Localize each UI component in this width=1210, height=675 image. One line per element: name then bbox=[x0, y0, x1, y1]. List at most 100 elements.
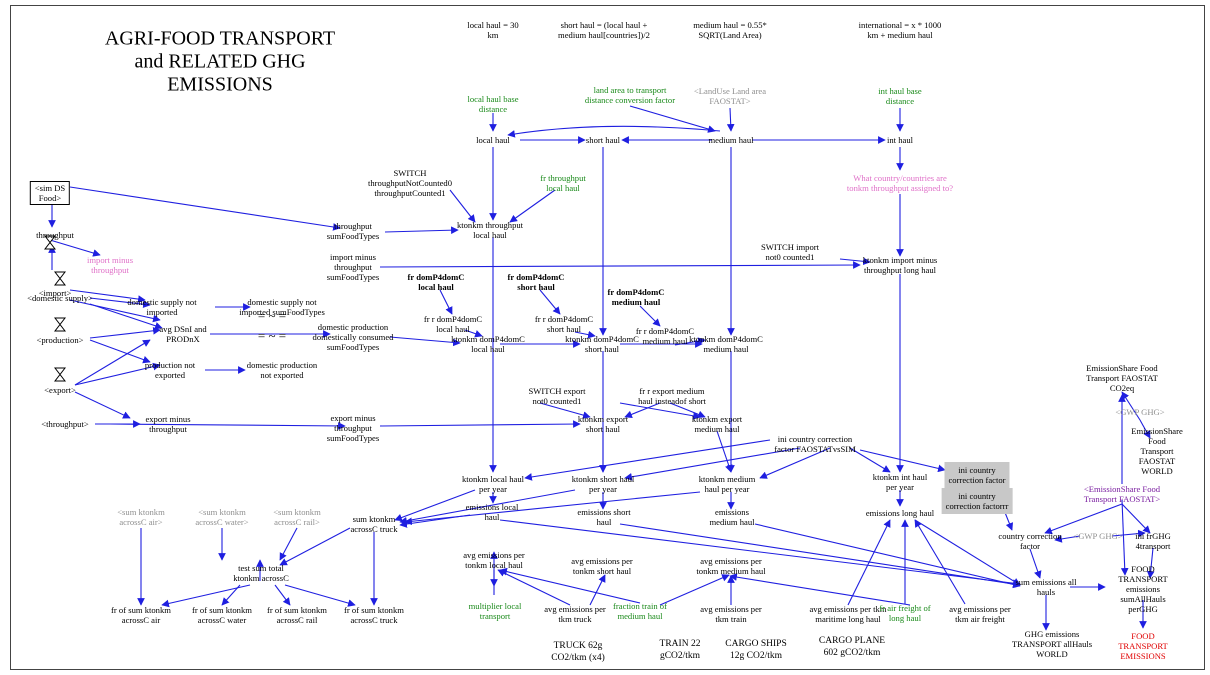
connector-arrow bbox=[1121, 503, 1151, 534]
valve-export bbox=[53, 367, 67, 382]
connector-arrow bbox=[1044, 503, 1123, 535]
connector-arrow bbox=[74, 391, 131, 419]
diagram-frame bbox=[10, 5, 1205, 670]
node-gwp-ghg-top: <GWP GHG> bbox=[1115, 407, 1165, 417]
node-ktonkm-dom-medium: ktonkm domP4domC medium haul bbox=[689, 334, 763, 354]
node-fr-r-dom-local: fr r domP4domC local haul bbox=[423, 314, 483, 334]
node-ktonkm-dom-local: ktonkm domP4domC local haul bbox=[451, 334, 525, 354]
connector-arrow bbox=[161, 584, 251, 608]
node-avg-em-truck: avg emissions per tkm truck bbox=[544, 604, 606, 624]
node-ktonkm-medium-year: ktonkm medium haul per year bbox=[698, 474, 756, 494]
connector-arrow bbox=[726, 107, 735, 132]
note-short-haul: short haul = (local haul + medium haul[c… bbox=[558, 20, 650, 40]
connector-arrow bbox=[539, 402, 591, 419]
note-plane: CARGO PLANE 602 gCO2/tkm bbox=[818, 636, 886, 658]
connector-arrow bbox=[1146, 547, 1155, 579]
connector-arrow bbox=[629, 105, 716, 133]
node-ini-frghg: ini frGHG 4transport bbox=[1135, 531, 1171, 551]
valve-production bbox=[53, 317, 67, 332]
node-food-transport-emissions: FOOD TRANSPORT EMISSIONS bbox=[1118, 631, 1168, 661]
connector-arrow bbox=[1121, 391, 1141, 421]
connector-arrow bbox=[89, 297, 151, 309]
node-which-country: What country/countries are tonkm through… bbox=[846, 173, 954, 193]
connector-arrow bbox=[759, 447, 831, 479]
node-local-haul-base: local haul base distance bbox=[467, 94, 519, 114]
node-import-minus-throughput: import minus throughput bbox=[86, 255, 134, 275]
node-throughput: throughput bbox=[36, 230, 74, 240]
node-import: <import> bbox=[38, 288, 72, 298]
node-fr-dom-short-b: fr domP4domC short haul bbox=[507, 272, 565, 292]
node-fr-throughput-local: fr throughput local haul bbox=[540, 173, 586, 193]
connector-arrow bbox=[914, 519, 1021, 586]
connector-arrow bbox=[69, 299, 161, 323]
connector-arrow bbox=[384, 226, 459, 235]
node-food-transport-sum: FOOD TRANSPORT emissions sumAllHauls per… bbox=[1118, 564, 1168, 614]
node-fr-air-freight: fr air freight of long haul bbox=[879, 603, 931, 623]
node-export: <export> bbox=[44, 385, 76, 395]
node-import-minus-throughput-sum: import minus throughput sumFoodTypes bbox=[326, 252, 380, 282]
node-fr-r-export-medium: fr r export medium haul insteadof short bbox=[638, 386, 706, 406]
node-ktonkm-export-short: ktonkm export short haul bbox=[577, 414, 629, 434]
note-local-haul: local haul = 30 km bbox=[467, 20, 519, 40]
node-fr-sum-truck: fr of sum ktonkm acrossC truck bbox=[344, 605, 404, 625]
connector-arrow bbox=[399, 489, 576, 525]
node-dom-supply-not-imported-sum: domestic supply not imported sumFoodType… bbox=[239, 297, 325, 317]
node-export-minus-throughput: export minus throughput bbox=[145, 414, 191, 434]
node-avg-em-short: avg emissions per tonkm short haul bbox=[571, 556, 633, 576]
connector-arrow bbox=[389, 336, 461, 347]
connector-arrow bbox=[624, 402, 661, 419]
connector-arrow bbox=[849, 447, 891, 473]
node-avg-em-air: avg emissions per tkm air freight bbox=[949, 604, 1011, 624]
note-international: international = x * 1000 km + medium hau… bbox=[858, 20, 942, 40]
connector-arrow bbox=[109, 422, 346, 430]
connector-arrow bbox=[464, 329, 483, 338]
note-truck: TRUCK 62g CO2/tkm (x4) bbox=[551, 641, 605, 663]
connector-arrow bbox=[499, 519, 1021, 587]
node-avg-em-train: avg emissions per tkm train bbox=[700, 604, 762, 624]
connector-arrow bbox=[839, 257, 871, 266]
node-ktonkm-local-year: ktonkm local haul per year bbox=[461, 474, 525, 494]
node-switch-import: SWITCH import not0 counted1 bbox=[760, 242, 820, 262]
connector-arrow bbox=[1111, 529, 1146, 538]
connector-arrow bbox=[1139, 419, 1151, 439]
connector-arrow bbox=[497, 569, 571, 606]
connector-arrow bbox=[589, 574, 606, 606]
node-fr-dom-local-b: fr domP4domC local haul bbox=[407, 272, 465, 292]
node-sim-ds-food: <sim DS Food> bbox=[29, 181, 71, 205]
node-fraction-train: fraction train of medium haul bbox=[613, 601, 667, 621]
node-ktonkm-short-year: ktonkm short haul per year bbox=[571, 474, 635, 494]
node-avg-em-local: avg emissions per tonkm local haul bbox=[463, 550, 525, 570]
node-int-haul: int haul bbox=[886, 135, 914, 145]
node-emission-share-world: EmissionShare Food Transport FAOSTAT WOR… bbox=[1131, 426, 1183, 476]
connector-arrow bbox=[221, 584, 241, 606]
node-sum-ktonkm-water: <sum ktonkm acrossC water> bbox=[195, 507, 249, 527]
connector-arrow bbox=[1054, 535, 1081, 543]
connector-arrow bbox=[509, 189, 556, 223]
node-fr-r-dom-medium: fr r domP4domC medium haul bbox=[635, 326, 695, 346]
node-landuse-faostat: <LandUse Land area FAOSTAT> bbox=[693, 86, 767, 106]
connector-arrow bbox=[659, 574, 730, 606]
node-ktonkm-dom-short: ktonkm domP4domC short haul bbox=[565, 334, 639, 354]
node-land-area-factor: land area to transport distance conversi… bbox=[584, 85, 676, 105]
connector-arrow bbox=[394, 489, 476, 522]
connector-arrow bbox=[624, 447, 801, 481]
node-emission-share-faostat: <EmissionShare Food Transport FAOSTAT> bbox=[1083, 484, 1161, 504]
approx-symbol-1: = ~ = bbox=[257, 308, 287, 323]
node-throughput-sum: throughput sumFoodTypes bbox=[326, 221, 380, 241]
node-multiplier-local: multiplier local transport bbox=[468, 601, 522, 621]
node-switch-export: SWITCH export not0 counted1 bbox=[528, 386, 586, 406]
connector-arrow bbox=[89, 303, 163, 330]
connector-arrow bbox=[379, 420, 581, 428]
node-dom-prod-not-exported: domestic production not exported bbox=[246, 360, 318, 380]
node-avg-em-medium: avg emissions per tonkm medium haul bbox=[696, 556, 766, 576]
node-domestic-supply: <domestic supply> bbox=[27, 293, 93, 303]
node-test-sum-total: test sum total ktonkm acrossC bbox=[233, 563, 289, 583]
approx-symbol-2: = ~ = bbox=[257, 328, 287, 343]
connector-arrow bbox=[49, 239, 101, 257]
node-gwp-ghg-bottom: <GWP GHG> bbox=[1073, 531, 1123, 541]
note-medium-haul: medium haul = 0.55* SQRT(Land Area) bbox=[693, 20, 767, 40]
node-export-minus-throughput-sum: export minus throughput sumFoodTypes bbox=[326, 413, 380, 443]
node-sum-ktonkm-truck: sum ktonkm acrossC truck bbox=[350, 514, 398, 534]
node-sum-ktonkm-rail: <sum ktonkm acrossC rail> bbox=[273, 507, 321, 527]
node-ini-country-corr-factor: ini country correction factor bbox=[944, 462, 1010, 488]
